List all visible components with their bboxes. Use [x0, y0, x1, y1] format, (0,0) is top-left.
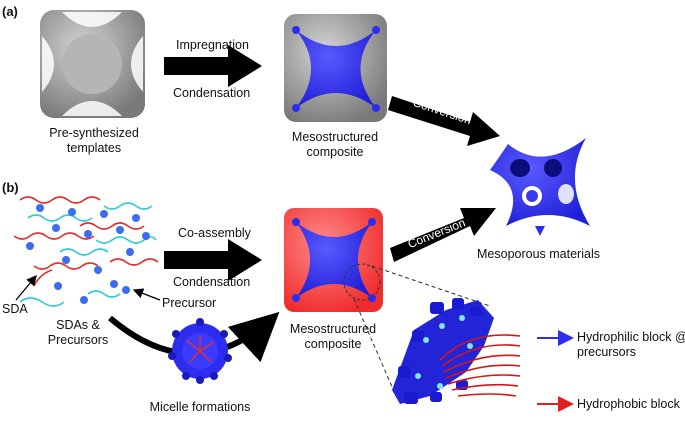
- precursor-pointer: [132, 288, 161, 301]
- arrow-conversion-a: [388, 96, 500, 146]
- sdas-label-1: SDAs &: [56, 318, 100, 332]
- panel-label-b: (b): [2, 180, 19, 195]
- hydrophilic-label-2: precursors: [577, 345, 637, 359]
- coassembly-label: Co-assembly: [178, 226, 251, 240]
- mesoporous-cube: [490, 138, 590, 236]
- impregnation-label: Impregnation: [176, 38, 249, 52]
- pre-synthesized-label-2: templates: [66, 141, 122, 155]
- composite-cube-b: [284, 208, 383, 312]
- sdas-label-2: Precursors: [47, 333, 109, 347]
- zoomed-assembly: [392, 298, 521, 404]
- zoom-indicator: [343, 263, 491, 397]
- arrow-impregnation: [164, 45, 262, 87]
- micelle-label: Micelle formations: [149, 400, 251, 414]
- mesostructured-label-a-1: Mesostructured: [291, 130, 379, 144]
- panel-label-a: (a): [2, 4, 18, 19]
- hydrophobic-label: Hydrophobic block: [577, 397, 680, 411]
- conversion-label-b: Conversion: [406, 215, 468, 251]
- mesostructured-label-b-1: Mesostructured: [289, 322, 377, 336]
- arrow-coassembly: [164, 239, 262, 281]
- arrow-conversion-b: [390, 208, 496, 262]
- mesoporous-label: Mesoporous materials: [477, 247, 600, 261]
- mesostructured-label-b-2: composite: [304, 337, 362, 351]
- micelle: [168, 318, 232, 384]
- condensation-label-a: Condensation: [173, 86, 251, 100]
- precursor-dots: [26, 204, 150, 304]
- sda-pointer: [15, 275, 37, 301]
- mesostructured-label-a-2: composite: [306, 145, 364, 159]
- pre-synthesized-label-1: Pre-synthesized: [49, 126, 139, 140]
- sda-label: SDA: [2, 302, 28, 316]
- hydrophilic-label-1: Hydrophilic block @: [577, 330, 685, 344]
- sda-precursor-cluster: [13, 196, 159, 307]
- template-cube: [40, 10, 145, 118]
- composite-cube-a: [284, 14, 387, 122]
- condensation-label-b: Condensation: [173, 275, 251, 289]
- precursor-label: Precursor: [162, 296, 217, 310]
